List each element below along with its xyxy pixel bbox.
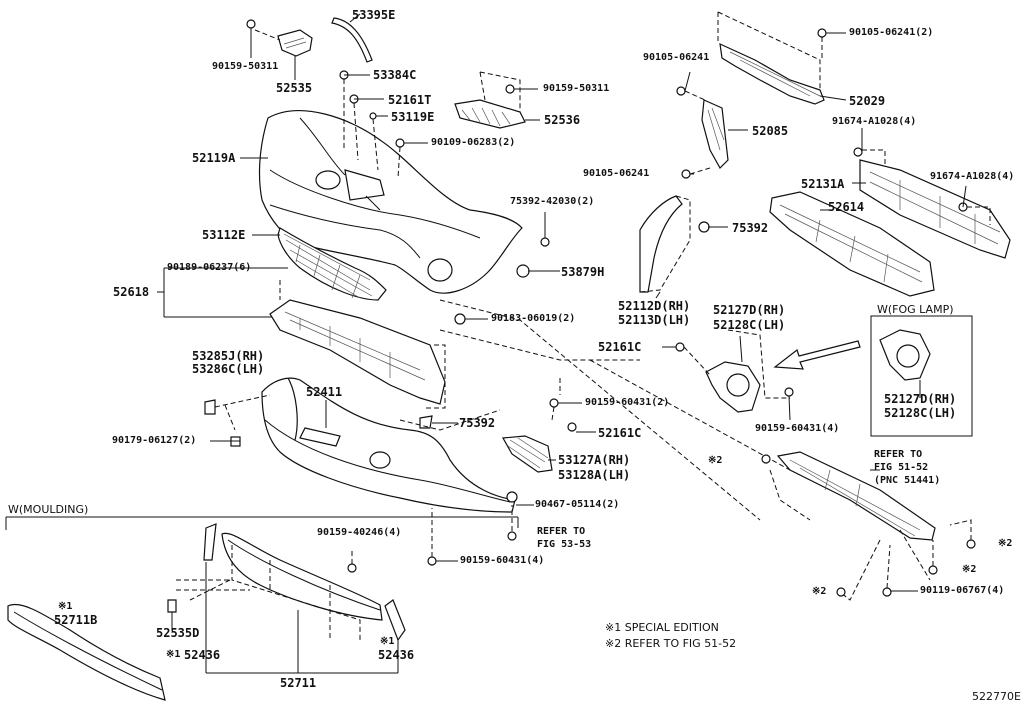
mark-2-b: ※2	[998, 538, 1013, 549]
fog-cover-52127d	[675, 329, 794, 413]
label-90189-06237: 90189-06237(6)	[167, 262, 252, 273]
bracket-52085	[676, 86, 729, 179]
label-52711: 52711	[280, 676, 317, 690]
label-53285j: 53285J(RH)	[192, 349, 265, 363]
label-53384c: 53384C	[373, 68, 417, 82]
label-90105-06241-c: 90105-06241	[583, 168, 650, 179]
label-53128a: 53128A(LH)	[558, 468, 631, 482]
fog-cover-inset	[879, 329, 931, 398]
label-90105-06241-b: 90105-06241(2)	[849, 27, 934, 38]
fog-lamp-frame	[870, 315, 973, 437]
label-52119a: 52119A	[192, 151, 236, 165]
label-53112e: 53112E	[202, 228, 246, 242]
label-52411: 52411	[306, 385, 343, 399]
bumper-cover-52119a	[258, 110, 523, 294]
absorber-52614	[769, 191, 935, 297]
label-52085: 52085	[752, 124, 789, 138]
label-52127d-b: 52127D(RH)	[884, 392, 957, 406]
bracket-52535	[246, 19, 313, 80]
moulding-section	[5, 516, 519, 701]
label-52029: 52029	[849, 94, 886, 108]
label-52127d-a: 52127D(RH)	[713, 303, 786, 317]
label-90467-05114: 90467-05114(2)	[535, 499, 620, 510]
label-90119-06767: 90119-06767(4)	[920, 585, 1005, 596]
diagram-id: 522770E	[972, 690, 1021, 703]
mark-1-a: ※1	[58, 601, 73, 612]
label-52112d: 52112D(RH)	[618, 299, 691, 313]
mark-1-c: ※1	[380, 636, 395, 647]
label-52131a: 52131A	[801, 177, 845, 191]
label-refer-51-c: (PNC 51441)	[874, 475, 941, 486]
label-90159-40246: 90159-40246(4)	[317, 527, 402, 538]
label-refer-51-b: FIG 51-52	[874, 462, 929, 473]
label-53127a: 53127A(RH)	[558, 453, 631, 467]
label-75392-b: 75392	[459, 416, 496, 430]
clips-top-center	[339, 70, 550, 325]
label-91674-a1028-a: 91674-A1028(4)	[832, 116, 917, 127]
absorber-52618	[269, 280, 446, 409]
label-90179-06127: 90179-06127(2)	[112, 435, 197, 446]
label-90105-06241-a: 90105-06241	[643, 52, 710, 63]
label-refer-53-a: REFER TO	[537, 526, 586, 537]
label-refer-53-b: FIG 53-53	[537, 539, 592, 550]
label-75392-a: 75392	[732, 221, 769, 235]
label-52128c-a: 52128C(LH)	[713, 318, 786, 332]
clip-75392	[698, 221, 710, 233]
label-52618: 52618	[113, 285, 150, 299]
grille-52536	[454, 71, 526, 129]
label-52536: 52536	[544, 113, 581, 127]
label-52711b: 52711B	[54, 613, 98, 627]
label-53119e: 53119E	[391, 110, 435, 124]
label-52614: 52614	[828, 200, 865, 214]
reinforcement-52131a	[853, 147, 1011, 259]
fog-lamp-title: W(FOG LAMP)	[877, 303, 954, 316]
mark-2-c: ※2	[962, 564, 977, 575]
label-53286c: 53286C(LH)	[192, 362, 265, 376]
label-52535: 52535	[276, 81, 313, 95]
grille-53112e	[277, 227, 387, 301]
label-91674-a1028-b: 91674-A1028(4)	[930, 171, 1015, 182]
label-90159-60431-c: 90159-60431(4)	[755, 423, 840, 434]
label-90109-06283: 90109-06283(2)	[431, 137, 516, 148]
strip-53395e	[331, 13, 373, 63]
label-90183-06019: 90183-06019(2)	[491, 313, 576, 324]
note-refer-fig: ※2 REFER TO FIG 51-52	[605, 637, 737, 650]
label-53395e: 53395E	[352, 8, 396, 22]
label-75392-42030: 75392-42030(2)	[510, 196, 595, 207]
label-90159-60431-a: 90159-60431(2)	[585, 397, 670, 408]
label-52535d: 52535D	[156, 626, 200, 640]
label-52161c-a: 52161C	[598, 426, 642, 440]
bracket-52029	[717, 11, 827, 105]
label-52436-left: 52436	[184, 648, 221, 662]
label-refer-51-a: REFER TO	[874, 449, 923, 460]
mark-2-a: ※2	[708, 455, 723, 466]
label-53879h: 53879H	[561, 265, 605, 279]
label-52128c-b: 52128C(LH)	[884, 406, 957, 420]
label-52436-right: 52436	[378, 648, 415, 662]
moulding-52112d	[639, 195, 691, 293]
lower-bumper-52411	[261, 377, 516, 513]
label-90159-50311-b: 90159-50311	[543, 83, 610, 94]
moulding-title: W(MOULDING)	[8, 503, 89, 516]
mark-1-b: ※1	[166, 649, 181, 660]
label-52161c-b: 52161C	[598, 340, 642, 354]
undercover-region	[761, 451, 976, 601]
arrow-fog-lamp	[773, 340, 861, 370]
label-52113d: 52113D(LH)	[618, 313, 691, 327]
label-90159-50311-a: 90159-50311	[212, 61, 279, 72]
label-52161t: 52161T	[388, 93, 432, 107]
leader-lines	[210, 32, 967, 592]
note-special-edition: ※1 SPECIAL EDITION	[605, 621, 719, 634]
mark-2-d: ※2	[812, 586, 827, 597]
label-90159-60431-b: 90159-60431(4)	[460, 555, 545, 566]
fog-cover-53127a	[502, 435, 553, 473]
